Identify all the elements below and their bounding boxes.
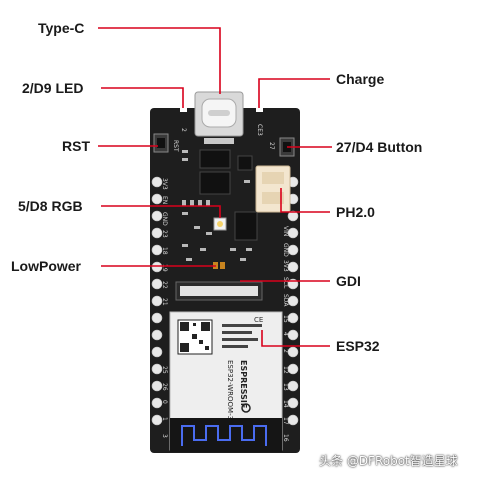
svg-text:12: 12 — [282, 366, 289, 374]
label-rst: RST — [62, 138, 90, 154]
module-antenna — [170, 418, 282, 452]
svg-text:SDA: SDA — [282, 294, 289, 307]
watermark: 头条 @DFRobot智造星球 — [319, 454, 458, 468]
rst-silk: RST — [172, 140, 179, 152]
svg-text:GND: GND — [161, 212, 168, 226]
top-mark-2: 2 — [180, 128, 187, 132]
svg-text:SCL: SCL — [282, 277, 289, 289]
svg-text:2: 2 — [282, 349, 289, 353]
svg-text:23: 23 — [161, 230, 168, 238]
chip-b — [199, 171, 231, 195]
rst-button-graphic — [153, 133, 169, 153]
svg-text:17: 17 — [282, 417, 289, 425]
label-lowpower: LowPower — [11, 258, 82, 274]
module-cert: CE — [254, 316, 263, 324]
left-pin-labels: 3V3 EN GND 23 18 19 22 21 25 26 0 1 3 — [161, 178, 168, 438]
svg-text:0: 0 — [161, 400, 168, 404]
label-type-c: Type-C — [38, 20, 85, 36]
antenna-trace — [181, 425, 267, 446]
svg-text:3: 3 — [161, 434, 168, 438]
module-name: ESP32-WROOM-32E — [226, 360, 234, 429]
svg-text:VIN: VIN — [282, 226, 289, 236]
label-led: 2/D9 LED — [22, 80, 84, 96]
leader-esp32 — [261, 330, 330, 347]
svg-text:GND: GND — [282, 243, 289, 257]
usb-c-connector — [194, 91, 244, 144]
chip-c — [237, 155, 253, 171]
label-ph: PH2.0 — [336, 204, 375, 220]
label-esp32: ESP32 — [336, 338, 380, 354]
module-brand: ESPRESSIF — [239, 360, 248, 408]
svg-text:1: 1 — [161, 417, 168, 421]
led-2-indicator — [180, 108, 187, 112]
smd-components — [182, 150, 252, 261]
btn-silk: 27 — [268, 142, 275, 150]
label-button: 27/D4 Button — [336, 139, 423, 155]
svg-text:25: 25 — [161, 366, 168, 374]
svg-text:26: 26 — [161, 383, 168, 391]
esp32-module: CE ESP32-WROOM-32E ESPRESSIF — [169, 311, 283, 452]
svg-text:15: 15 — [282, 315, 289, 323]
gdi-connector — [175, 281, 263, 301]
leader-rgb — [101, 205, 221, 218]
label-rgb: 5/D8 RGB — [18, 198, 83, 214]
charge-led-indicator — [256, 108, 263, 112]
chip-a — [199, 149, 231, 169]
svg-text:13: 13 — [282, 383, 289, 391]
leader-lines — [98, 27, 332, 347]
label-gdi: GDI — [336, 273, 361, 289]
espressif-logo — [241, 403, 251, 413]
left-pin-row — [151, 176, 163, 426]
svg-text:14: 14 — [282, 400, 289, 408]
leader-charge — [258, 78, 330, 108]
leader-ph — [280, 188, 330, 213]
top-mark-ce3: CE3 — [256, 124, 263, 136]
leader-type-c — [98, 27, 221, 94]
ph2-connector — [255, 165, 291, 213]
svg-text:EN: EN — [161, 196, 168, 204]
svg-text:18: 18 — [161, 247, 168, 255]
leader-led — [101, 87, 184, 108]
svg-text:16: 16 — [282, 434, 289, 442]
svg-text:22: 22 — [161, 281, 168, 289]
svg-text:4: 4 — [282, 332, 289, 336]
right-pin-labels: VIN GND 3V3 SCL SDA 15 4 2 12 13 14 17 1… — [282, 226, 289, 442]
label-charge: Charge — [336, 71, 385, 87]
svg-text:19: 19 — [161, 264, 168, 272]
chip-d — [234, 211, 258, 241]
svg-text:3V3: 3V3 — [282, 260, 289, 272]
svg-text:21: 21 — [161, 298, 168, 306]
svg-text:3V3: 3V3 — [161, 178, 168, 190]
